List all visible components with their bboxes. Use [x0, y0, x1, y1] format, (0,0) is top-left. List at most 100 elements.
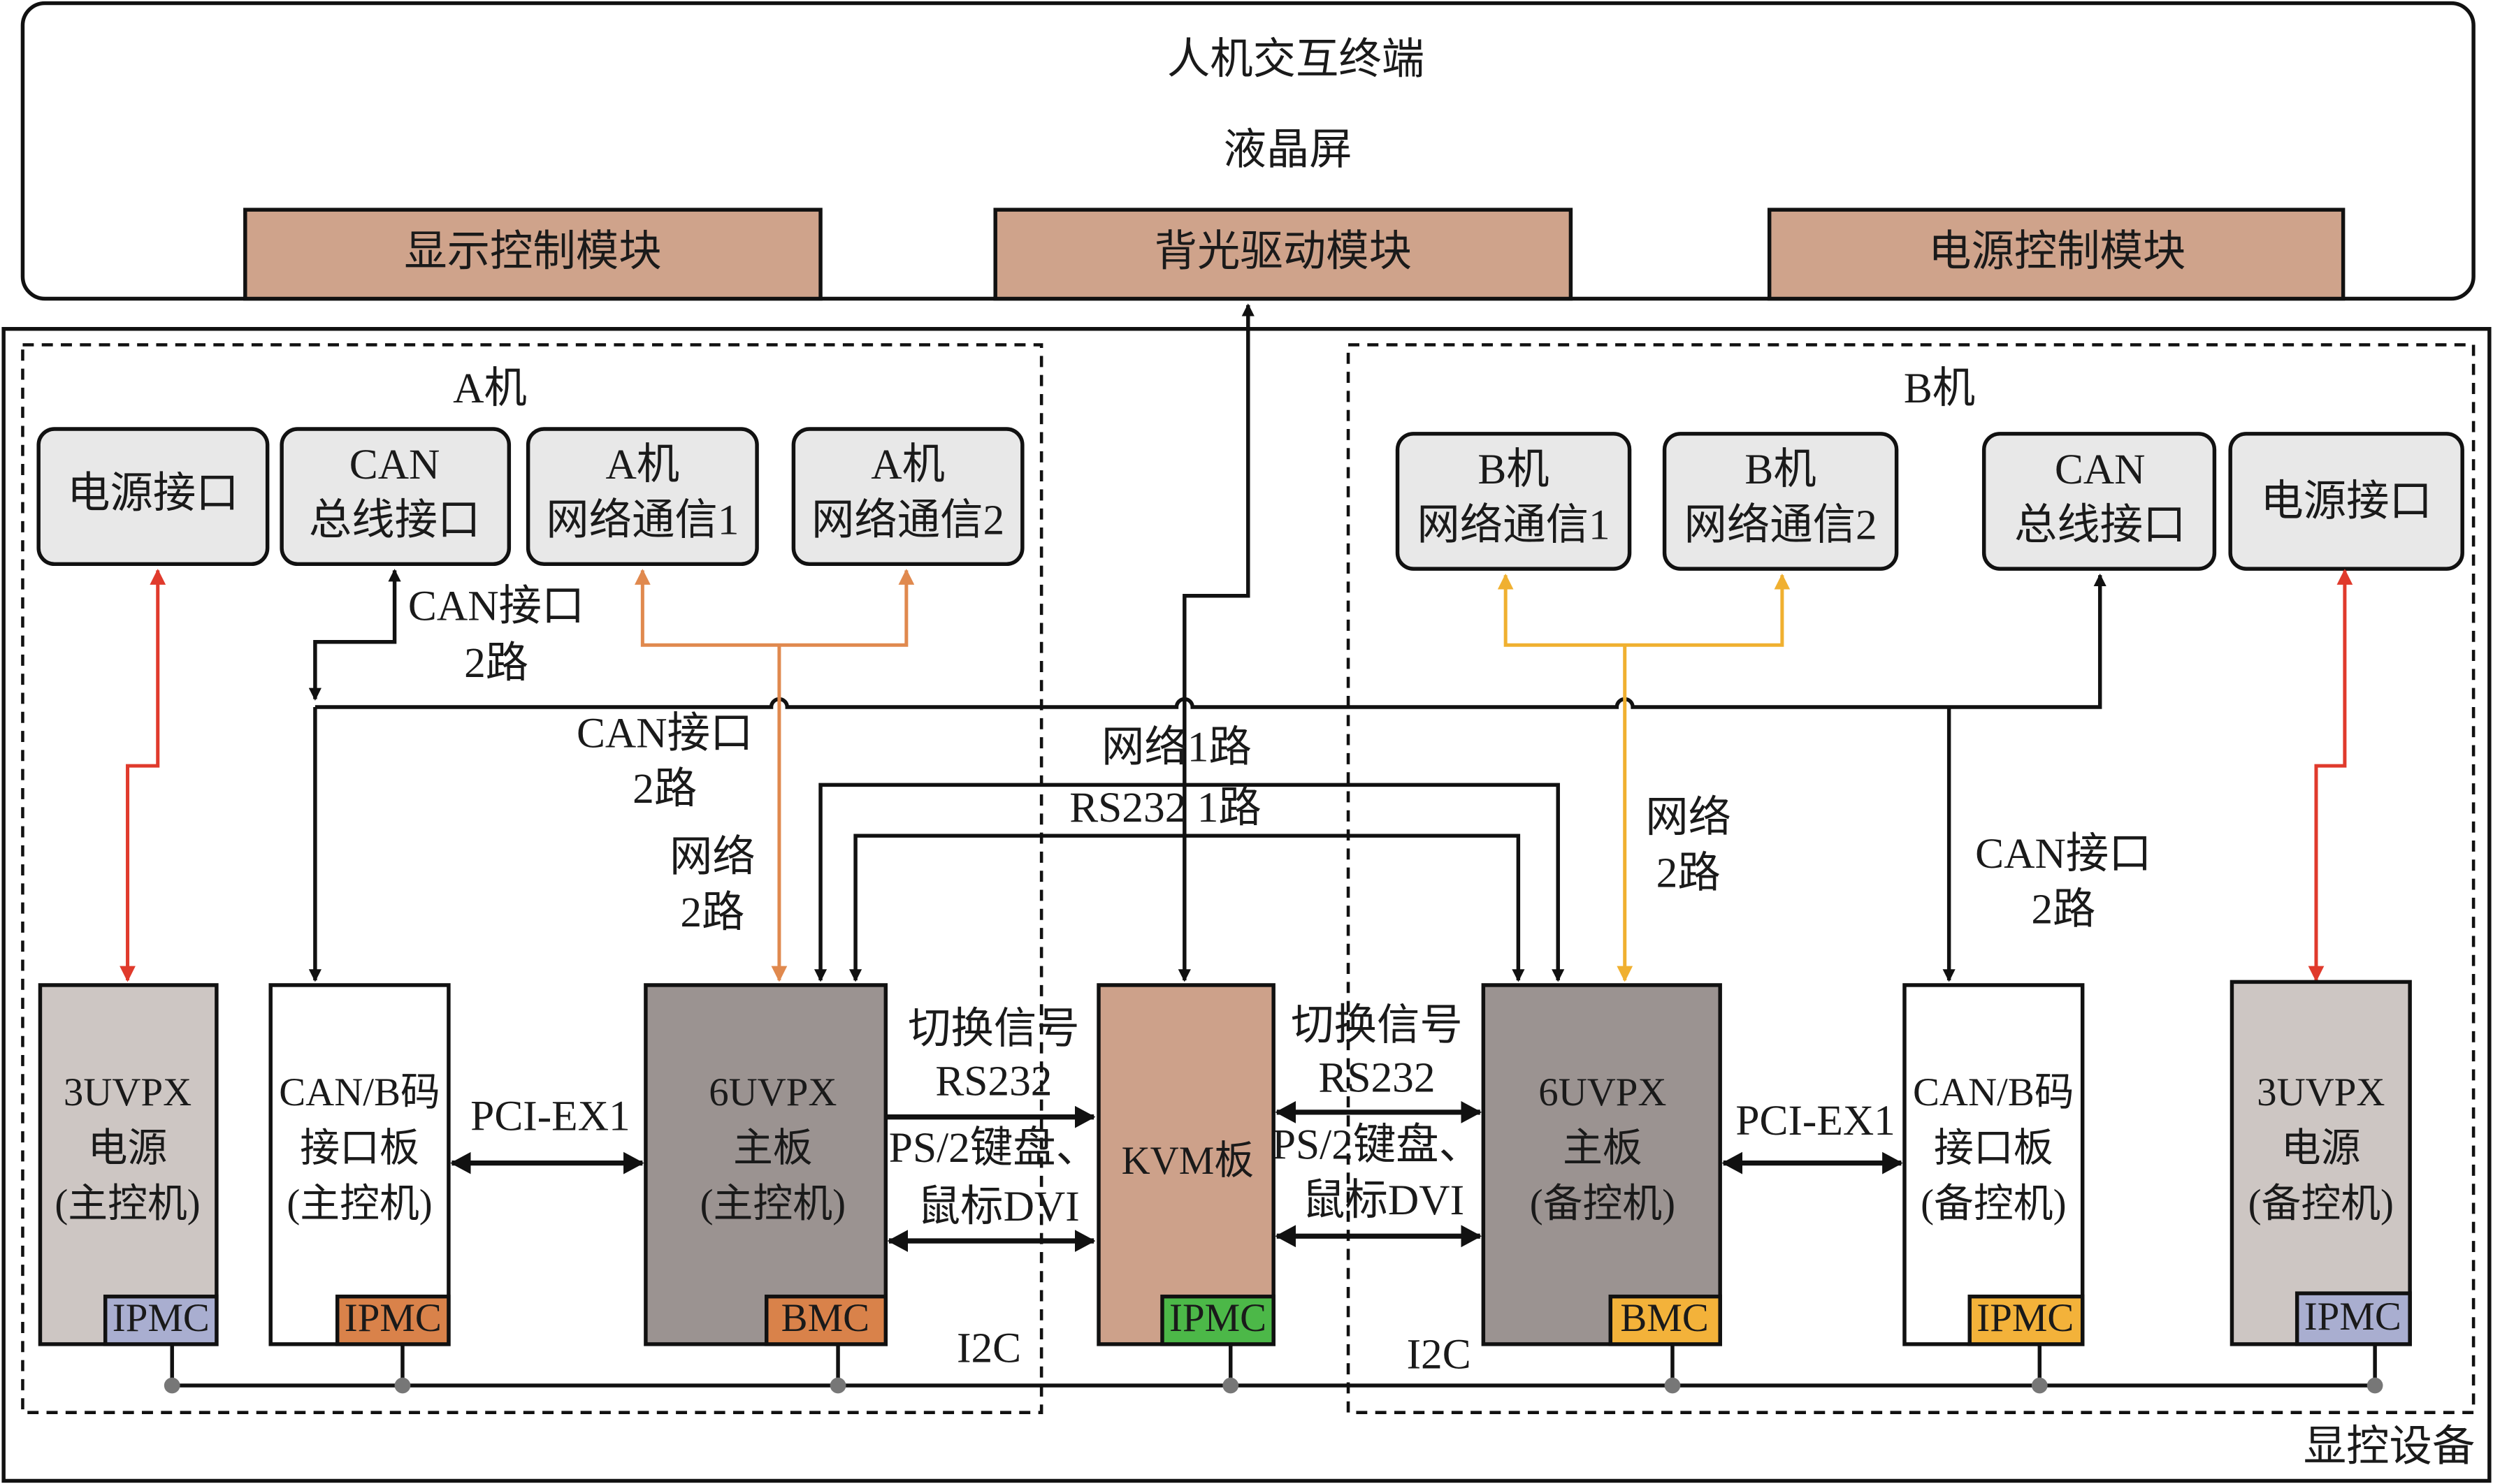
ipmc-chip: IPMC	[2304, 1295, 2401, 1339]
board-label: CAN/B码	[1913, 1070, 2074, 1114]
link-label: RS232 1路	[1069, 784, 1262, 831]
board-label: 接口板	[300, 1126, 419, 1170]
kvm-board: KVM板 IPMC	[1097, 983, 1276, 1346]
board-label: 电源	[2281, 1126, 2361, 1170]
board-label: 电源	[88, 1126, 168, 1170]
port-label: A机	[605, 441, 679, 488]
board-label: 主板	[1563, 1126, 1642, 1170]
link-label: 2路	[2031, 886, 2095, 933]
lcd-label: 液晶屏	[1224, 126, 1352, 174]
link-label: 网络	[670, 834, 756, 881]
kvm-label: KVM板	[1122, 1139, 1254, 1183]
i2c-bus	[164, 1344, 2383, 1394]
ipmc-chip: IPMC	[345, 1296, 442, 1340]
board-label: 6UVPX	[1538, 1070, 1666, 1114]
bmc-chip: BMC	[1620, 1296, 1708, 1340]
board-label: 接口板	[1934, 1126, 2053, 1170]
machine-b-group	[1346, 343, 2476, 1414]
machine-a-ports: 电源接口 CAN 总线接口 A机 网络通信1 A机 网络通信2	[36, 427, 1025, 567]
terminal-panel: 人机交互终端 液晶屏 显示控制模块 背光驱动模块 电源控制模块	[20, 1, 2476, 301]
kvm-backlight-line	[1178, 303, 1255, 982]
ipmc-chip: IPMC	[1977, 1296, 2074, 1340]
link-label: CAN接口	[408, 582, 584, 630]
link-label: CAN接口	[577, 709, 753, 757]
power-line-a	[120, 569, 166, 982]
port-can-b	[1981, 432, 2217, 571]
board-label: CAN/B码	[279, 1070, 440, 1114]
port-label: 网络通信1	[1417, 501, 1610, 548]
board-label: (主控机)	[700, 1181, 846, 1225]
board-label: (备控机)	[1530, 1181, 1675, 1225]
link-label: 2路	[1656, 849, 1721, 896]
power-control-module	[1767, 208, 2346, 301]
port-label: A机	[871, 441, 945, 488]
port-label: CAN	[349, 441, 440, 488]
backlight-driver-module-label: 背光驱动模块	[1155, 228, 1412, 275]
machine-b-ports: B机 网络通信1 B机 网络通信2 CAN 总线接口 电源接口	[1395, 432, 2464, 571]
board-label: 主板	[733, 1126, 813, 1170]
port-power-a	[36, 427, 270, 567]
port-net2-a	[791, 427, 1025, 567]
power-line-b	[2308, 569, 2353, 982]
device-label: 显控设备	[2304, 1423, 2476, 1470]
link-label: 2路	[680, 889, 744, 936]
link-label: 切换信号	[1291, 1002, 1463, 1049]
link-label: 网络	[1645, 794, 1731, 841]
port-net1-b	[1395, 432, 1632, 571]
link-label: RS232	[935, 1057, 1052, 1105]
machine-b-label: B机	[1904, 365, 1975, 412]
link-labels: CAN接口 2路 CAN接口 2路 网络 2路 网络1路 RS232 1路 网络…	[408, 582, 2152, 1378]
board-label: (主控机)	[55, 1181, 200, 1225]
board-label: (备控机)	[2248, 1181, 2394, 1225]
net-line-a-top	[634, 569, 915, 647]
ipmc-chip: IPMC	[113, 1296, 210, 1340]
board-3uvpx-b: 3UVPX 电源 (备控机) IPMC	[2230, 980, 2412, 1346]
link-label: 切换信号	[908, 1005, 1080, 1052]
port-label: 总线接口	[2014, 501, 2186, 548]
power-control-module-label: 电源控制模块	[1928, 228, 2185, 275]
link-label: I2C	[957, 1324, 1021, 1372]
backlight-driver-module	[993, 208, 1573, 301]
port-label: 网络通信2	[1684, 501, 1877, 548]
board-can-a: CAN/B码 接口板 (主控机) IPMC	[268, 983, 451, 1346]
link-label: 网络1路	[1101, 724, 1252, 771]
port-label: 总线接口	[309, 497, 481, 544]
link-label: PS/2键盘、	[889, 1124, 1099, 1172]
port-can-a	[280, 427, 512, 567]
net-line-b-top	[1497, 573, 1791, 647]
link-label: I2C	[1407, 1330, 1471, 1378]
link-label: PCI-EX1	[470, 1092, 630, 1140]
terminal-title: 人机交互终端	[1167, 36, 1424, 83]
display-control-module-label: 显示控制模块	[404, 228, 661, 275]
boards: 3UVPX 电源 (主控机) IPMC CAN/B码 接口板 (主控机) IPM…	[38, 980, 2412, 1346]
port-label: 网络通信1	[546, 497, 739, 544]
port-label: 电源接口	[2260, 477, 2432, 525]
board-label: 3UVPX	[64, 1070, 192, 1114]
port-label: B机	[1744, 446, 1816, 493]
board-label: 3UVPX	[2257, 1070, 2385, 1114]
board-6uvpx-a: 6UVPX 主板 (主控机) BMC	[644, 983, 888, 1346]
can-line-a-top	[308, 569, 401, 701]
port-label: 网络通信2	[811, 497, 1004, 544]
link-label: PCI-EX1	[1735, 1097, 1895, 1144]
port-net1-a	[526, 427, 759, 567]
board-can-b: CAN/B码 接口板 (备控机) IPMC	[1902, 983, 2085, 1346]
link-label: 鼠标DVI	[918, 1183, 1080, 1230]
display-control-module	[243, 208, 823, 301]
link-label: CAN接口	[1975, 830, 2151, 878]
machine-a-label: A机	[453, 365, 527, 412]
link-label: RS232	[1318, 1054, 1435, 1102]
board-label: (备控机)	[1921, 1181, 2066, 1225]
link-label: PS/2键盘、	[1272, 1121, 1482, 1168]
board-6uvpx-b: 6UVPX 主板 (备控机) BMC	[1481, 983, 1722, 1346]
link-label: 2路	[633, 765, 697, 813]
bmc-chip: BMC	[781, 1296, 869, 1340]
ipmc-chip: IPMC	[1169, 1296, 1266, 1340]
rs232-1-line	[848, 834, 1525, 982]
board-label: 6UVPX	[709, 1070, 837, 1114]
board-3uvpx-a: 3UVPX 电源 (主控机) IPMC	[38, 983, 219, 1346]
port-label: CAN	[2055, 446, 2146, 493]
board-label: (主控机)	[287, 1181, 432, 1225]
connections	[120, 303, 2353, 1252]
